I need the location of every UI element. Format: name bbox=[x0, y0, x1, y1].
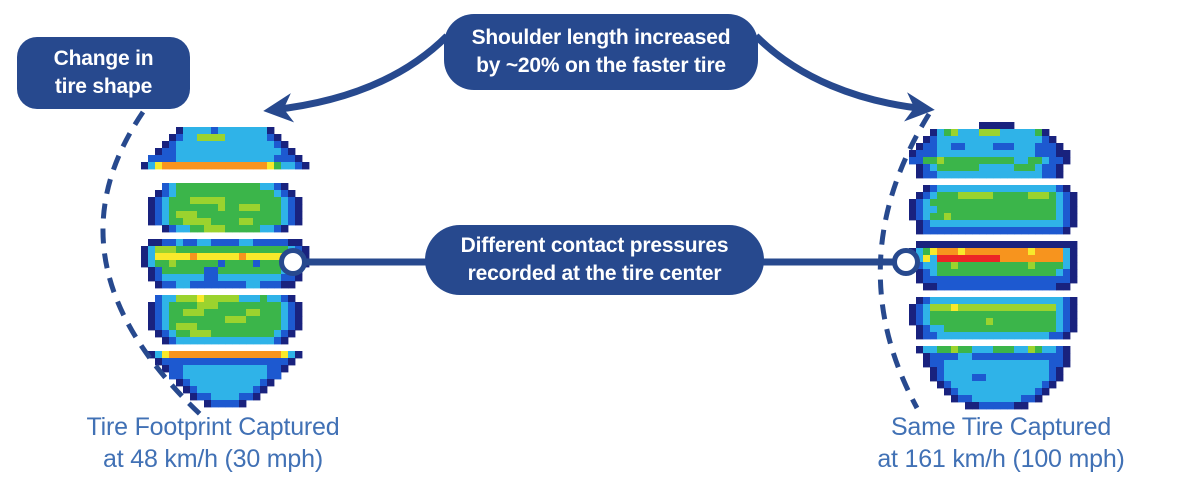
tire-footprint-left-heatmap bbox=[141, 127, 310, 408]
left-center-marker bbox=[279, 248, 307, 276]
left-tire-caption-line1: Tire Footprint Captured bbox=[86, 413, 340, 441]
left-shape-dashed-arc bbox=[100, 110, 204, 418]
left-tire-caption-line2: at 48 km/h (30 mph) bbox=[103, 445, 323, 473]
right-tire-caption-line1: Same Tire Captured bbox=[890, 413, 1112, 441]
callout-shape-line1: Change in bbox=[53, 47, 154, 71]
left-shoulder-arrow bbox=[263, 33, 450, 123]
callout-tire-shape: Change in tire shape bbox=[17, 37, 190, 109]
callout-pressure-line2: recorded at the tire center bbox=[467, 262, 722, 285]
tire-footprint-right-heatmap bbox=[909, 122, 1078, 410]
right-tire-caption-line2: at 161 km/h (100 mph) bbox=[877, 445, 1125, 473]
right-shoulder-arrow bbox=[753, 33, 935, 122]
callout-shape-line2: tire shape bbox=[54, 75, 153, 98]
callout-shoulder-line1: Shoulder length increased bbox=[471, 26, 731, 50]
callout-shoulder-length: Shoulder length increased by ~20% on the… bbox=[444, 14, 758, 90]
right-tire-caption: Same Tire Captured at 161 km/h (100 mph) bbox=[826, 411, 1176, 475]
callout-pressure-line1: Different contact pressures bbox=[460, 234, 729, 258]
callout-contact-pressure: Different contact pressures recorded at … bbox=[425, 225, 764, 295]
callout-shoulder-line2: by ~20% on the faster tire bbox=[476, 54, 726, 77]
right-center-marker bbox=[892, 248, 920, 276]
left-tire-caption: Tire Footprint Captured at 48 km/h (30 m… bbox=[38, 411, 388, 475]
